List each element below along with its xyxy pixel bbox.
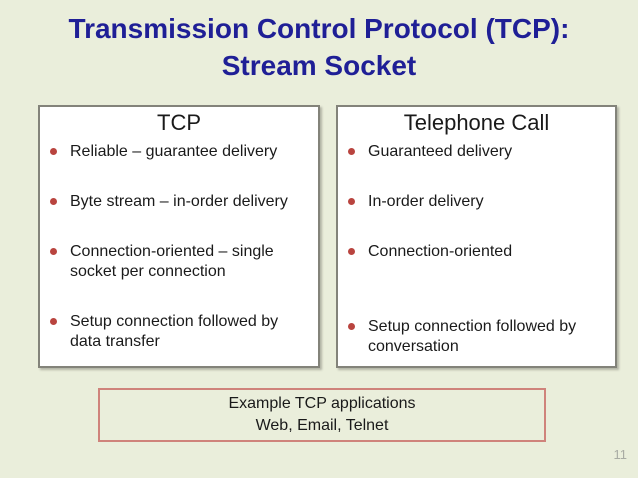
page-title: Transmission Control Protocol (TCP): Str… [0,10,638,84]
bullet-icon [348,148,355,155]
example-line-2: Web, Email, Telnet [255,417,389,434]
example-applications-box: Example TCP applications Web, Email, Tel… [98,388,546,442]
bullet-text: In-order delivery [368,193,484,210]
bullet-icon [50,198,57,205]
list-item: Connection-oriented [346,242,609,262]
bullet-text: Byte stream – in-order delivery [70,193,288,210]
list-item: Connection-oriented – single socket per … [48,242,312,282]
list-item: Setup connection followed by conversatio… [346,317,609,357]
title-line-2: Stream Socket [221,50,417,81]
bullet-icon [50,148,57,155]
bullet-icon [50,318,57,325]
bullet-icon [348,323,355,330]
bullet-text: Setup connection followed by conversatio… [368,318,577,355]
tcp-bullet-list: Reliable – guarantee delivery Byte strea… [40,142,318,352]
list-item: Guaranteed delivery [346,142,609,162]
bullet-text: Connection-oriented [368,243,513,260]
title-line-1: Transmission Control Protocol (TCP): [68,13,570,44]
list-item: Reliable – guarantee delivery [48,142,312,162]
page-number: 11 [613,447,628,462]
telephone-call-box-header: Telephone Call [403,110,550,135]
list-item: Byte stream – in-order delivery [48,192,312,212]
tcp-box-header: TCP [157,110,201,135]
tcp-box: TCP Reliable – guarantee delivery Byte s… [38,105,320,368]
telephone-call-box: Telephone Call Guaranteed delivery In-or… [336,105,617,368]
bullet-icon [50,248,57,255]
example-line-1: Example TCP applications [228,395,416,412]
list-item: Setup connection followed by data transf… [48,312,312,352]
bullet-text: Reliable – guarantee delivery [70,143,278,160]
bullet-icon [348,248,355,255]
telephone-call-bullet-list: Guaranteed delivery In-order delivery Co… [338,142,615,357]
bullet-text: Setup connection followed by data transf… [70,313,279,350]
list-item: In-order delivery [346,192,609,212]
bullet-icon [348,198,355,205]
bullet-text: Guaranteed delivery [368,143,513,160]
bullet-text: Connection-oriented – single socket per … [70,243,274,280]
